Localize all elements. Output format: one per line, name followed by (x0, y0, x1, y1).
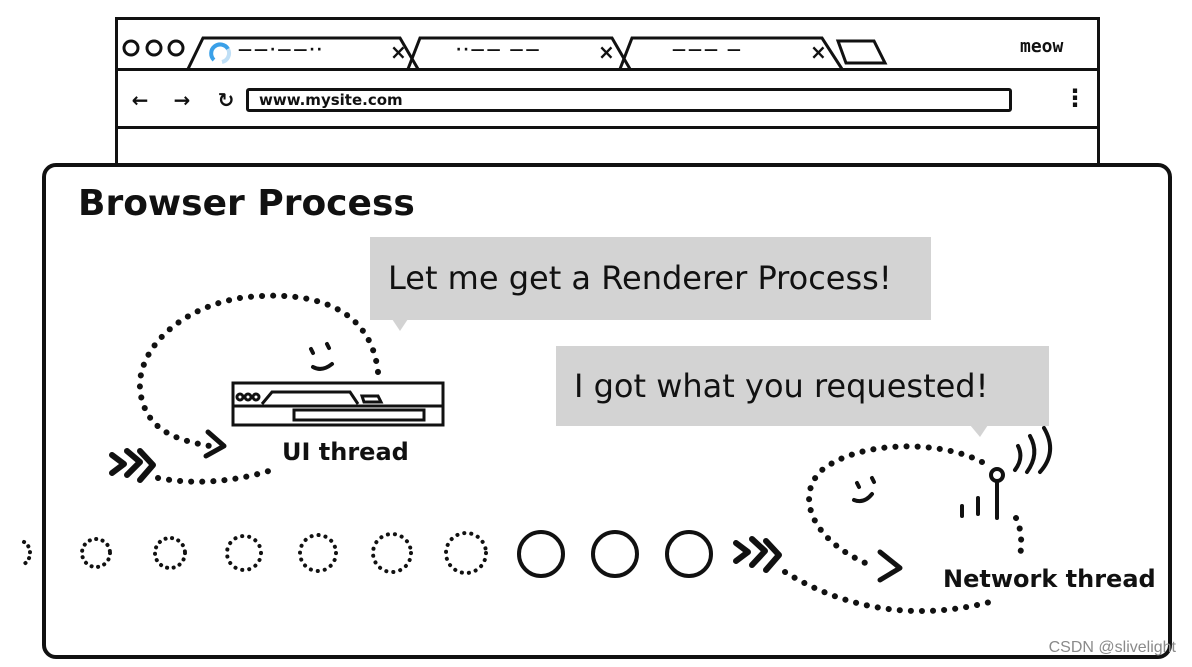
network-thread-speech-bubble: I got what you requested! (556, 346, 1049, 426)
watermark: CSDN @slivelight (1048, 639, 1176, 656)
bubble-2-tail (970, 425, 988, 437)
network-thread-face-icon (852, 476, 876, 504)
browser-toolbar (115, 71, 1100, 129)
tab-1-outline (186, 36, 420, 70)
new-tab-button (835, 39, 888, 65)
tab-strip (115, 17, 1100, 71)
back-arrow-icon[interactable]: ← (131, 88, 149, 112)
ui-thread-arrowhead-icon (203, 429, 227, 459)
tab-2-close-icon[interactable]: × (598, 40, 617, 64)
bubble-1-tail (392, 319, 408, 331)
panel-title: Browser Process (78, 183, 415, 224)
window-label: meow (1020, 36, 1064, 57)
tab-3-title[interactable]: ——— — (672, 42, 743, 58)
tab-3-outline (618, 36, 844, 70)
outgoing-chevrons-icon (733, 536, 782, 573)
forward-arrow-icon[interactable]: → (173, 88, 191, 112)
ui-thread-label: UI thread (282, 438, 409, 466)
reload-icon[interactable]: ↻ (217, 88, 235, 112)
tab-1-title[interactable]: ——·——·· (238, 42, 324, 58)
ui-thread-character (136, 292, 381, 485)
browser-window (115, 17, 1100, 177)
network-flow-dotted-path (782, 569, 993, 615)
network-thread-character (806, 443, 1025, 568)
ui-thread-speech-bubble: Let me get a Renderer Process! (370, 237, 931, 320)
address-bar[interactable]: www.mysite.com (246, 88, 1012, 112)
window-controls-icon (122, 39, 185, 57)
incoming-chevrons-icon (109, 448, 156, 483)
tab-2-outline (406, 36, 632, 70)
mini-browser-icon (231, 381, 445, 427)
tab-3-close-icon[interactable]: × (810, 40, 829, 64)
antenna-signal-icon (960, 426, 1052, 520)
network-thread-label: Network thread (943, 565, 1156, 593)
tab-2-title[interactable]: ··—— —— (456, 42, 542, 58)
loading-spinner-icon (209, 42, 230, 62)
menu-kebab-icon[interactable]: ⋮ (1063, 84, 1087, 112)
event-loop-dots (22, 531, 488, 575)
tab-1-close-icon[interactable]: × (390, 40, 409, 64)
ui-thread-face-icon (309, 342, 334, 371)
task-circles (517, 530, 713, 578)
network-thread-arrowhead-icon (877, 549, 903, 583)
